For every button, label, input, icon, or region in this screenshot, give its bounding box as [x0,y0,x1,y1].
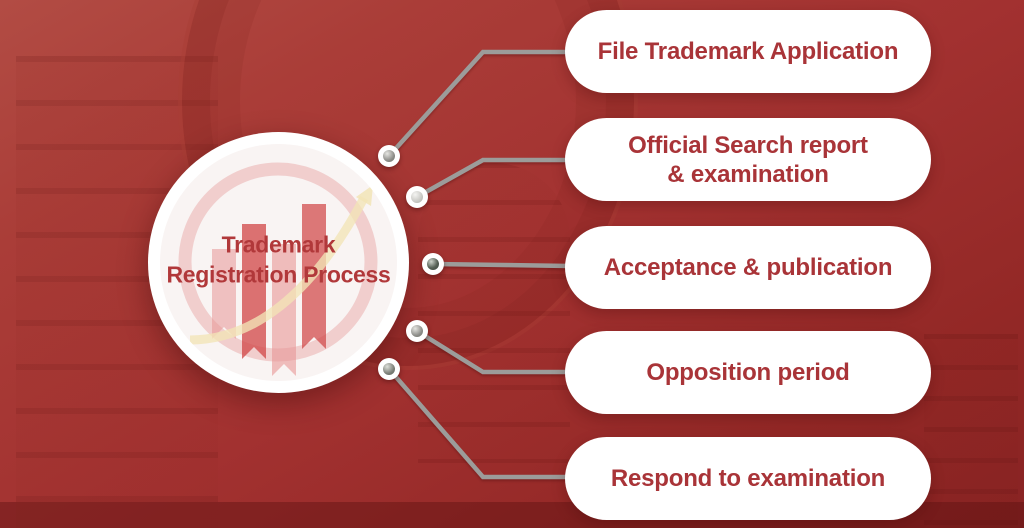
center-circle: Trademark Registration Process [148,132,409,393]
building-bottom-right [924,334,1018,528]
connector-node-1 [378,145,400,167]
connector-node-3 [422,253,444,275]
step-label: Respond to examination [610,465,886,492]
step-pill-opposition-period: Opposition period [565,331,931,414]
step-label: Official Search report & examination [628,131,868,188]
building-round-tower [418,163,570,463]
connector-node-4 [406,320,428,342]
step-pill-file-application: File Trademark Application [565,10,931,93]
diagram-title: Trademark Registration Process [166,230,391,287]
step-pill-respond-examination: Respond to examination [565,437,931,520]
growth-bar-chart-arrow-icon [178,162,378,376]
step-pill-acceptance-publication: Acceptance & publication [565,226,931,309]
step-label: Opposition period [646,359,850,386]
connector-node-2 [406,186,428,208]
step-label: File Trademark Application [597,38,899,65]
center-circle-inner [160,144,397,381]
step-pill-search-report: Official Search report & examination [565,118,931,201]
connector-node-5 [378,358,400,380]
step-label: Acceptance & publication [603,254,893,281]
